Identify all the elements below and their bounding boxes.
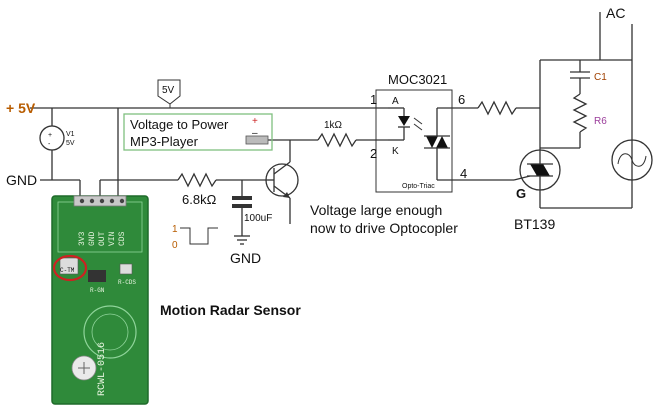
light-arrow-1 xyxy=(413,117,423,125)
emitter-arrow xyxy=(283,192,290,198)
pcb-pin-out: OUT xyxy=(98,231,107,246)
label-pin4: 4 xyxy=(460,166,467,181)
label-power-line2: MP3-Player xyxy=(130,134,199,149)
light-arrow-2 xyxy=(413,123,423,131)
optocoupler-box xyxy=(375,89,453,193)
power-connector xyxy=(245,135,269,145)
label-pin6: 6 xyxy=(458,92,465,107)
label-v1-name: V1 xyxy=(66,131,75,138)
resistor-r6 xyxy=(572,93,588,133)
pcb-pin-3v3: 3V3 xyxy=(78,231,87,246)
tag-5v xyxy=(157,79,181,105)
label-v1-value: 5V xyxy=(66,140,75,147)
pulse-icon xyxy=(180,227,218,245)
label-cap-100uf: 100uF xyxy=(244,213,272,224)
highlight-circle xyxy=(52,254,88,282)
label-power-line1: Voltage to Power xyxy=(130,117,229,132)
label-c1: C1 xyxy=(594,72,607,83)
transistor-collector xyxy=(273,161,291,175)
label-opto-triac: Opto-Triac xyxy=(402,183,435,190)
opto-triac xyxy=(426,136,438,148)
label-plus5v: + 5V xyxy=(6,100,36,116)
lamp xyxy=(611,139,653,181)
label-note-line2: now to drive Optocopler xyxy=(310,220,458,236)
v1-source xyxy=(39,125,65,151)
opto-led xyxy=(398,116,410,126)
triac-gate-lead xyxy=(513,175,531,181)
label-pin-a: A xyxy=(392,96,399,107)
resistor-1k xyxy=(317,132,357,148)
label-pin1: 1 xyxy=(370,92,377,107)
v1-minus: - xyxy=(48,141,51,148)
triac-half-1 xyxy=(530,164,544,176)
resistor-gate xyxy=(477,100,517,116)
capacitor-plate-bottom xyxy=(232,204,252,208)
pcb-mark-c-tm: C-TM xyxy=(60,267,75,274)
pcb-pin-vin: VIN xyxy=(108,231,117,246)
label-pulse-high: 1 xyxy=(172,224,178,235)
pcb-board-name: RCWL-0516 xyxy=(97,342,108,396)
lamp-filament xyxy=(617,153,647,167)
resistor-6k8 xyxy=(177,172,217,188)
power-box xyxy=(123,113,273,151)
label-gnd-left: GND xyxy=(6,172,37,188)
label-gnd-bottom: GND xyxy=(230,250,261,266)
pcb-pin-cds: CDS xyxy=(118,231,127,246)
label-plus-sign: + xyxy=(252,116,258,127)
label-pin2: 2 xyxy=(370,146,377,161)
label-gate: G xyxy=(516,186,526,201)
transistor xyxy=(265,163,299,197)
label-ac: AC xyxy=(606,5,625,21)
label-minus-sign: – xyxy=(252,128,258,139)
triac-bt139 xyxy=(519,149,561,191)
pcb-pin-gnd: GND xyxy=(88,231,97,246)
label-r6k8: 6.8kΩ xyxy=(182,192,217,207)
pcb-mark-r-cds: R-CDS xyxy=(118,279,136,286)
label-sensor-title: Motion Radar Sensor xyxy=(160,302,301,318)
opto-triac-2 xyxy=(436,136,448,148)
label-moc3021: MOC3021 xyxy=(388,72,447,87)
label-r1k: 1kΩ xyxy=(324,120,343,131)
label-note-line1: Voltage large enough xyxy=(310,202,442,218)
radar-sensor-board xyxy=(51,195,149,405)
label-bt139: BT139 xyxy=(514,216,555,232)
label-r6: R6 xyxy=(594,116,607,127)
triac-half-2 xyxy=(536,164,550,176)
label-pin-k: K xyxy=(392,146,399,157)
label-tag-5v: 5V xyxy=(162,85,175,96)
capacitor-plate-top xyxy=(232,196,252,200)
v1-plus: + xyxy=(48,132,52,139)
pcb-mark-r-gn: R-GN xyxy=(90,287,105,294)
label-pulse-low: 0 xyxy=(172,240,178,251)
